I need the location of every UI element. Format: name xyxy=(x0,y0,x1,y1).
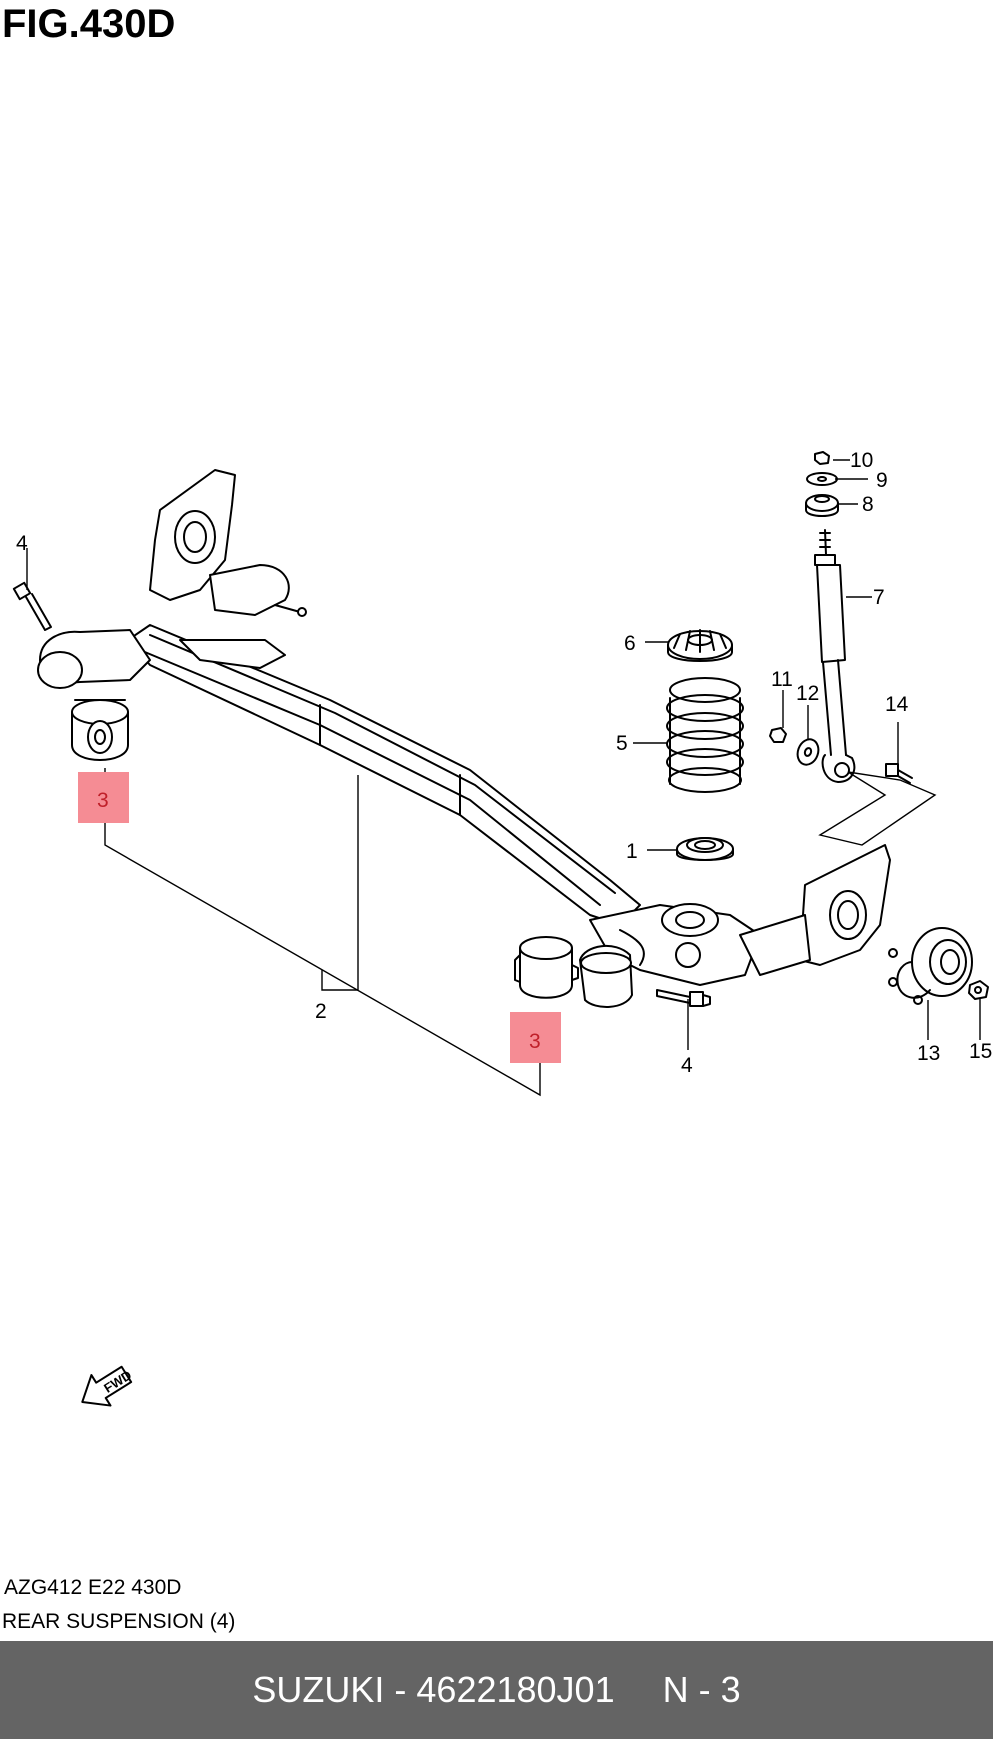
callout-10: 10 xyxy=(850,449,873,472)
callout-7: 7 xyxy=(873,586,885,609)
callout-1: 1 xyxy=(626,840,638,863)
callout-13: 13 xyxy=(917,1042,940,1065)
top-nut xyxy=(814,451,830,465)
upper-spring-seat xyxy=(667,629,733,662)
callout-3-left: 3 xyxy=(97,789,109,812)
nut-11 xyxy=(769,727,787,743)
callout-15: 15 xyxy=(969,1040,992,1063)
callout-6: 6 xyxy=(624,632,636,655)
callout-12: 12 xyxy=(796,682,819,705)
bushing-left xyxy=(71,699,129,761)
callout-highlight-right xyxy=(510,1012,561,1063)
callout-14: 14 xyxy=(885,693,909,716)
figure-title: FIG.430D xyxy=(2,2,176,46)
bolt-left xyxy=(12,581,52,631)
page-indicator: N - 3 xyxy=(662,1669,741,1710)
shock-absorber xyxy=(814,529,856,783)
washer xyxy=(806,472,838,486)
coil-spring xyxy=(666,677,744,793)
callout-11: 11 xyxy=(771,668,793,691)
fwd-arrow-icon: FWD xyxy=(81,1365,134,1407)
hub-assembly xyxy=(888,927,973,1005)
callout-4-left: 4 xyxy=(16,532,28,555)
callout-2: 2 xyxy=(315,1000,327,1023)
lower-spring-seat xyxy=(676,837,734,861)
callout-8: 8 xyxy=(862,493,874,516)
part-number-text: SUZUKI - 4622180J01 xyxy=(252,1669,615,1710)
bolt-14 xyxy=(885,763,913,784)
callout-5: 5 xyxy=(616,732,628,755)
figure-description: REAR SUSPENSION (4) xyxy=(2,1610,236,1633)
washer-12 xyxy=(796,738,820,766)
part-number-bar: SUZUKI - 4622180J01 N - 3 xyxy=(0,1641,993,1739)
callout-9: 9 xyxy=(876,469,888,492)
mount-rubber xyxy=(805,494,839,517)
bushing-right xyxy=(514,936,579,999)
figure-code: AZG412 E22 430D xyxy=(4,1576,182,1599)
rear-axle-beam xyxy=(37,469,891,1008)
nut-15 xyxy=(968,980,989,1000)
rear-suspension-diagram: FWD 4 2 3 3 4 1 5 6 7 8 9 10 11 12 13 14 xyxy=(12,449,992,1407)
callout-4-right: 4 xyxy=(681,1054,693,1077)
callout-highlight-left xyxy=(78,772,129,823)
bolt-right xyxy=(656,989,711,1007)
callout-3-right: 3 xyxy=(529,1030,541,1053)
